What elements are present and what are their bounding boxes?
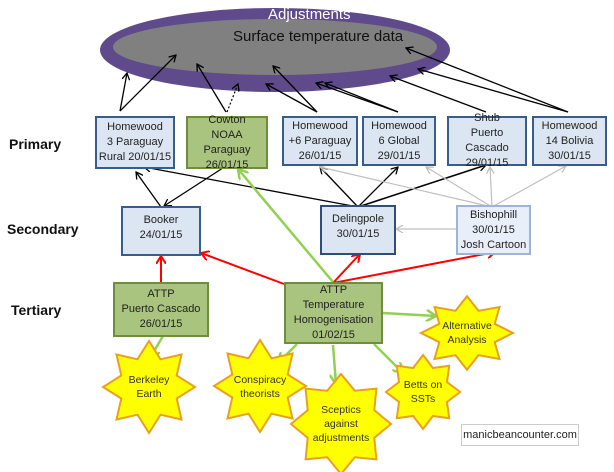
box-line: 30/01/15 bbox=[472, 223, 515, 236]
tertiary-box-attp-homogenisation[interactable]: ATTP Temperature Homogenisation 01/02/15 bbox=[284, 282, 383, 344]
star-line: Analysis bbox=[447, 334, 487, 346]
box-line: Shub bbox=[474, 112, 500, 124]
box-line: Homewood bbox=[292, 119, 348, 132]
box-line: 30/01/15 bbox=[336, 228, 380, 240]
box-line: Cowton bbox=[208, 113, 246, 126]
box-line: 24/01/15 bbox=[139, 229, 183, 241]
box-line: NOAA Paraguay bbox=[203, 128, 251, 156]
surface-data-label: Surface temperature data bbox=[233, 28, 404, 45]
box-line: Homewood bbox=[107, 121, 163, 133]
box-line: Puerto Cascado bbox=[121, 303, 201, 315]
star-berkeley-earth-label: Berkeley Earth bbox=[109, 370, 189, 404]
star-betts-shape[interactable] bbox=[384, 353, 462, 431]
star-sceptics-label: Sceptics against adjustments bbox=[296, 400, 386, 448]
box-line: ATTP bbox=[319, 284, 348, 296]
box-line: 30/01/15 bbox=[548, 149, 591, 162]
box-line: Homogenisation bbox=[293, 314, 374, 326]
primary-box-homewood-6-paraguay[interactable]: Homewood +6 Paraguay 26/01/15 bbox=[282, 116, 358, 166]
star-betts-label: Betts on SSTs bbox=[393, 375, 453, 409]
level-secondary-label: Secondary bbox=[7, 221, 79, 237]
box-line: 3 Paraguay bbox=[106, 136, 164, 148]
box-line: Temperature bbox=[302, 299, 365, 311]
box-line: 26/01/15 bbox=[205, 158, 249, 171]
secondary-box-booker[interactable]: Booker 24/01/15 bbox=[121, 206, 201, 256]
box-line: 29/01/15 bbox=[377, 149, 421, 162]
primary-box-homewood-6-global[interactable]: Homewood 6 Global 29/01/15 bbox=[362, 116, 436, 166]
surface-data-ellipse bbox=[113, 19, 437, 75]
star-conspiracy-label: Conspiracy theorists bbox=[220, 370, 300, 404]
level-primary-label: Primary bbox=[9, 136, 62, 152]
box-line: 01/02/15 bbox=[312, 329, 355, 341]
star-alternative-shape[interactable] bbox=[418, 294, 516, 372]
primary-box-homewood-14-bolivia[interactable]: Homewood 14 Bolivia 30/01/15 bbox=[532, 116, 607, 166]
box-line: Puerto Cascado bbox=[465, 127, 509, 154]
star-alternative-label: Alternative Analysis bbox=[426, 316, 508, 350]
stars-layer bbox=[101, 294, 516, 472]
box-line: +6 Paraguay bbox=[288, 134, 352, 147]
primary-box-cowton[interactable]: Cowton NOAA Paraguay 26/01/15 bbox=[186, 113, 268, 171]
tertiary-red-arrows bbox=[161, 252, 495, 285]
star-line: Betts on bbox=[403, 379, 443, 391]
box-line: 26/01/15 bbox=[139, 318, 183, 330]
primary-box-shub[interactable]: Shub Puerto Cascado 29/01/15 bbox=[447, 112, 527, 169]
star-line: SSTs bbox=[410, 393, 436, 405]
star-line: theorists bbox=[240, 388, 280, 400]
box-line: ATTP bbox=[147, 288, 175, 300]
star-berkeley-earth-shape[interactable] bbox=[101, 339, 197, 435]
star-sceptics-shape[interactable] bbox=[289, 372, 393, 472]
star-line: Conspiracy bbox=[233, 374, 287, 386]
star-line: against bbox=[324, 418, 358, 430]
box-line: Homewood bbox=[371, 119, 427, 132]
level-tertiary-label: Tertiary bbox=[11, 302, 62, 318]
box-line: Booker bbox=[143, 214, 179, 226]
cowton-dotted-arrow bbox=[226, 84, 238, 113]
box-line: 26/01/15 bbox=[298, 149, 342, 162]
star-line: Earth bbox=[136, 388, 162, 400]
box-line: 14 Bolivia bbox=[545, 134, 594, 147]
star-line: Sceptics bbox=[321, 404, 361, 416]
primary-box-homewood-3-paraguay[interactable]: Homewood 3 Paraguay Rural 20/01/15 bbox=[95, 116, 175, 169]
box-line: 6 Global bbox=[378, 134, 420, 147]
secondary-box-bishophill[interactable]: Bishophill 30/01/15 Josh Cartoon bbox=[456, 205, 531, 255]
box-line: Delingpole bbox=[332, 213, 384, 225]
box-line: Bishophill bbox=[469, 208, 518, 221]
secondary-box-delingpole[interactable]: Delingpole 30/01/15 bbox=[320, 205, 396, 255]
adjustments-label: Adjustments bbox=[268, 6, 351, 23]
star-line: Alternative bbox=[442, 320, 492, 332]
box-line: Homewood bbox=[541, 119, 598, 132]
star-line: adjustments bbox=[312, 432, 370, 444]
star-line: Berkeley bbox=[128, 374, 170, 386]
box-line: 29/01/15 bbox=[465, 157, 509, 169]
credit-label: manicbeancounter.com bbox=[461, 424, 579, 446]
primary-to-ellipse-arrows bbox=[119, 48, 569, 113]
tertiary-box-attp-puerto-cascado[interactable]: ATTP Puerto Cascado 26/01/15 bbox=[113, 282, 209, 337]
box-line: Rural 20/01/15 bbox=[98, 151, 172, 163]
star-conspiracy-shape[interactable] bbox=[212, 338, 308, 434]
green-arrows bbox=[150, 169, 436, 384]
secondary-to-primary-arrows bbox=[136, 165, 566, 229]
box-line: Josh Cartoon bbox=[460, 238, 527, 251]
